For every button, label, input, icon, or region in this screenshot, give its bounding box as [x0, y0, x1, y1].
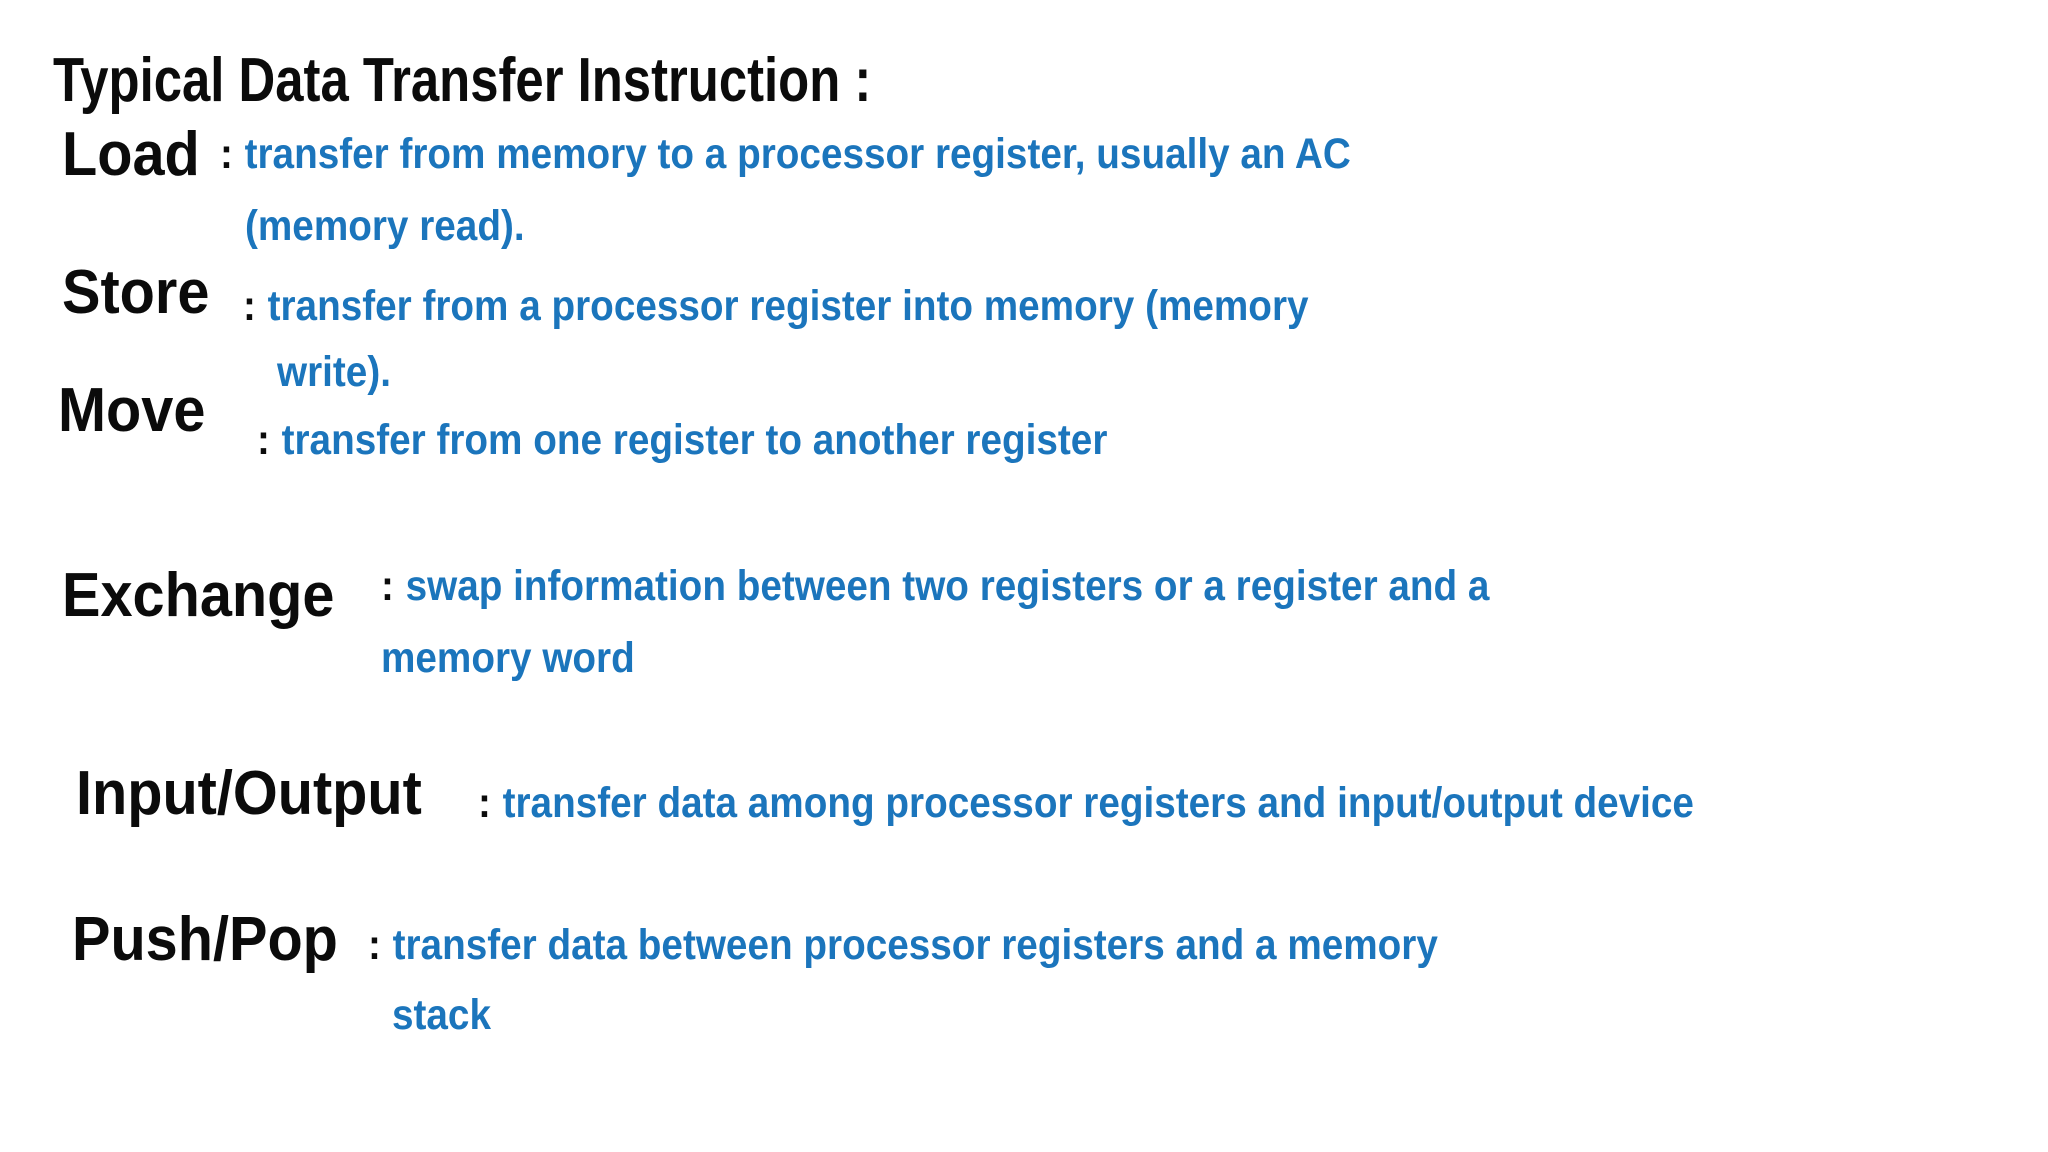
- colon-input-output: :: [478, 779, 491, 827]
- desc-push-pop-line-2: stack: [392, 994, 502, 1037]
- desc-push-pop-text-2: stack: [392, 991, 491, 1039]
- desc-store-line-2: write).: [277, 351, 404, 394]
- term-load: Load: [62, 120, 200, 189]
- desc-store-line-1: :transfer from a processor register into…: [243, 285, 1427, 328]
- desc-move-text-1: transfer from one register to another re…: [281, 416, 1108, 464]
- desc-push-pop-line-1: :transfer data between processor registe…: [368, 924, 1557, 967]
- colon-store: :: [243, 282, 256, 330]
- desc-input-output-text-1: transfer data among processor registers …: [502, 779, 1694, 827]
- desc-move-line-1: :transfer from one register to another r…: [257, 419, 1202, 462]
- desc-exchange-text-2: memory word: [381, 634, 635, 682]
- colon-exchange: :: [381, 562, 394, 610]
- term-input-output: Input/Output: [76, 759, 422, 828]
- desc-load-text-2: (memory read).: [245, 202, 525, 250]
- colon-load: :: [220, 130, 233, 178]
- colon-push-pop: :: [368, 921, 381, 969]
- desc-input-output-line-1: :transfer data among processor registers…: [478, 782, 1829, 825]
- desc-exchange-line-1: :swap information between two registers …: [381, 565, 1613, 608]
- desc-exchange-text-1: swap information between two registers o…: [405, 562, 1490, 610]
- desc-store-text-1: transfer from a processor register into …: [267, 282, 1309, 330]
- desc-exchange-line-2: memory word: [381, 637, 663, 680]
- desc-load-line-1: :transfer from memory to a processor reg…: [220, 133, 1476, 176]
- term-push-pop: Push/Pop: [72, 905, 338, 974]
- desc-load-text-1: transfer from memory to a processor regi…: [244, 130, 1351, 178]
- desc-push-pop-text-1: transfer data between processor register…: [392, 921, 1438, 969]
- term-move: Move: [58, 376, 206, 445]
- desc-store-text-2: write).: [277, 348, 391, 396]
- colon-move: :: [257, 416, 270, 464]
- desc-load-line-2: (memory read).: [245, 205, 556, 248]
- term-exchange: Exchange: [62, 561, 335, 630]
- page-title: Typical Data Transfer Instruction :: [53, 50, 1051, 112]
- page-title-text: Typical Data Transfer Instruction :: [53, 46, 872, 115]
- term-store: Store: [62, 258, 210, 327]
